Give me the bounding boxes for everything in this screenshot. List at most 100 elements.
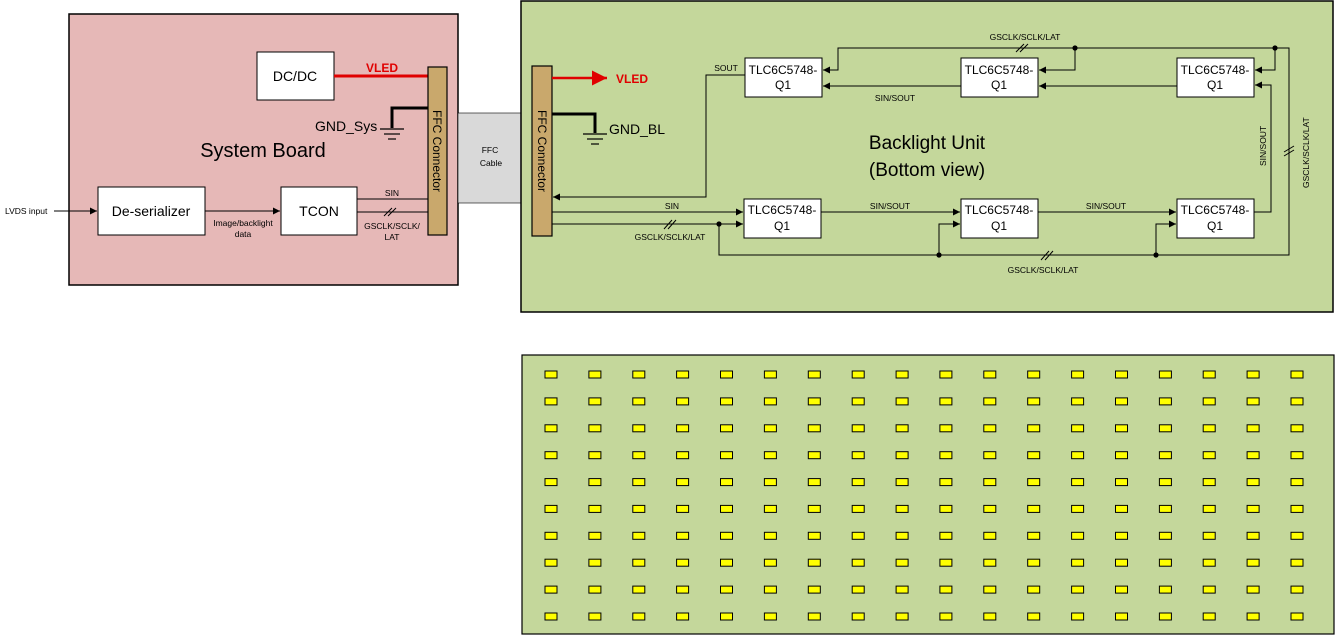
led-grid bbox=[544, 370, 1304, 621]
led bbox=[763, 478, 777, 487]
ffc-cable-label-2: Cable bbox=[480, 158, 502, 168]
led bbox=[807, 558, 821, 567]
sin-sout-label-right: SIN/SOUT bbox=[1258, 126, 1268, 166]
led bbox=[807, 585, 821, 594]
led bbox=[1290, 585, 1304, 594]
ffc-connector-bl bbox=[531, 65, 553, 237]
sin-sout-label-top: SIN/SOUT bbox=[875, 93, 915, 103]
ffc-connector-bl-label: FFC Connector bbox=[535, 110, 549, 192]
led bbox=[1027, 504, 1041, 513]
ffc-cable-label-1: FFC bbox=[482, 145, 499, 155]
led bbox=[851, 424, 865, 433]
led bbox=[1202, 424, 1216, 433]
led bbox=[1158, 478, 1172, 487]
led bbox=[807, 370, 821, 379]
led bbox=[676, 478, 690, 487]
led bbox=[1158, 424, 1172, 433]
led bbox=[939, 370, 953, 379]
chip-top-2-line2: Q1 bbox=[991, 78, 1007, 92]
led bbox=[1115, 478, 1128, 487]
led bbox=[983, 424, 997, 433]
led bbox=[939, 478, 953, 487]
chip-top-3-line1: TLC6C5748- bbox=[1181, 63, 1250, 77]
led bbox=[588, 478, 602, 487]
led bbox=[544, 478, 558, 487]
led bbox=[983, 397, 997, 406]
chip-bottom-1-line1: TLC6C5748- bbox=[748, 203, 817, 217]
led bbox=[632, 585, 646, 594]
led bbox=[1246, 370, 1260, 379]
led bbox=[1071, 504, 1085, 513]
led bbox=[851, 531, 865, 540]
system-board-title: System Board bbox=[200, 140, 326, 162]
led bbox=[1115, 424, 1128, 433]
led bbox=[720, 424, 733, 433]
led bbox=[1027, 478, 1041, 487]
led bbox=[1071, 370, 1085, 379]
gnd-sys-label: GND_Sys bbox=[315, 118, 377, 134]
led bbox=[1158, 585, 1172, 594]
led bbox=[983, 478, 997, 487]
led bbox=[720, 397, 733, 406]
led bbox=[588, 397, 602, 406]
gnd-bl-label: GND_BL bbox=[609, 121, 665, 137]
led bbox=[939, 531, 953, 540]
sin-label-sys: SIN bbox=[385, 188, 399, 198]
led bbox=[632, 612, 646, 621]
chip-top-3 bbox=[1176, 57, 1255, 98]
vled-label-sys: VLED bbox=[366, 61, 398, 75]
led bbox=[1071, 451, 1085, 460]
led bbox=[895, 585, 909, 594]
chip-bottom-2-line2: Q1 bbox=[991, 219, 1007, 233]
led bbox=[983, 504, 997, 513]
led bbox=[807, 478, 821, 487]
chip-top-2-line1: TLC6C5748- bbox=[965, 63, 1034, 77]
led bbox=[1246, 558, 1260, 567]
gsclk-bus-mark-sys-2 bbox=[387, 207, 397, 217]
ffc-cable-body bbox=[457, 112, 523, 204]
led bbox=[676, 424, 690, 433]
led bbox=[895, 531, 909, 540]
led bbox=[1246, 397, 1260, 406]
led bbox=[895, 451, 909, 460]
backlight-title-1: Backlight Unit bbox=[869, 133, 986, 154]
gsclk-bus-mark-right-1 bbox=[1283, 145, 1295, 153]
ffc-cable: FFC Cable bbox=[457, 112, 523, 204]
backlight-unit-background bbox=[520, 0, 1334, 313]
led bbox=[1246, 612, 1260, 621]
gsclk-label-bl-bottom: GSCLK/SCLK/LAT bbox=[1008, 265, 1079, 275]
led bbox=[1202, 397, 1216, 406]
led bbox=[1202, 478, 1216, 487]
led bbox=[851, 478, 865, 487]
led bbox=[983, 531, 997, 540]
led bbox=[1071, 397, 1085, 406]
led bbox=[763, 451, 777, 460]
led bbox=[939, 397, 953, 406]
gnd-bl-wire bbox=[552, 112, 597, 133]
led-panel-background bbox=[521, 354, 1335, 635]
chip-bottom-3-line1: TLC6C5748- bbox=[1181, 203, 1250, 217]
led bbox=[588, 504, 602, 513]
ffc-connector-sys bbox=[427, 66, 448, 236]
sin-sout-label-bottom-2: SIN/SOUT bbox=[1086, 201, 1126, 211]
led bbox=[1290, 478, 1304, 487]
led bbox=[1290, 397, 1304, 406]
led bbox=[720, 612, 733, 621]
led bbox=[1290, 612, 1304, 621]
led bbox=[1115, 558, 1128, 567]
led bbox=[1290, 424, 1304, 433]
led bbox=[1115, 585, 1128, 594]
gsclk-label-sys-1: GSCLK/SCLK/ bbox=[364, 221, 420, 231]
led bbox=[720, 558, 733, 567]
led bbox=[1202, 612, 1216, 621]
led bbox=[983, 585, 997, 594]
led bbox=[1158, 504, 1172, 513]
chip-top-3-line2: Q1 bbox=[1207, 78, 1223, 92]
led bbox=[1027, 397, 1041, 406]
led bbox=[1027, 424, 1041, 433]
led bbox=[588, 585, 602, 594]
led bbox=[632, 478, 646, 487]
led bbox=[632, 424, 646, 433]
chip-bottom-3-line2: Q1 bbox=[1207, 219, 1223, 233]
